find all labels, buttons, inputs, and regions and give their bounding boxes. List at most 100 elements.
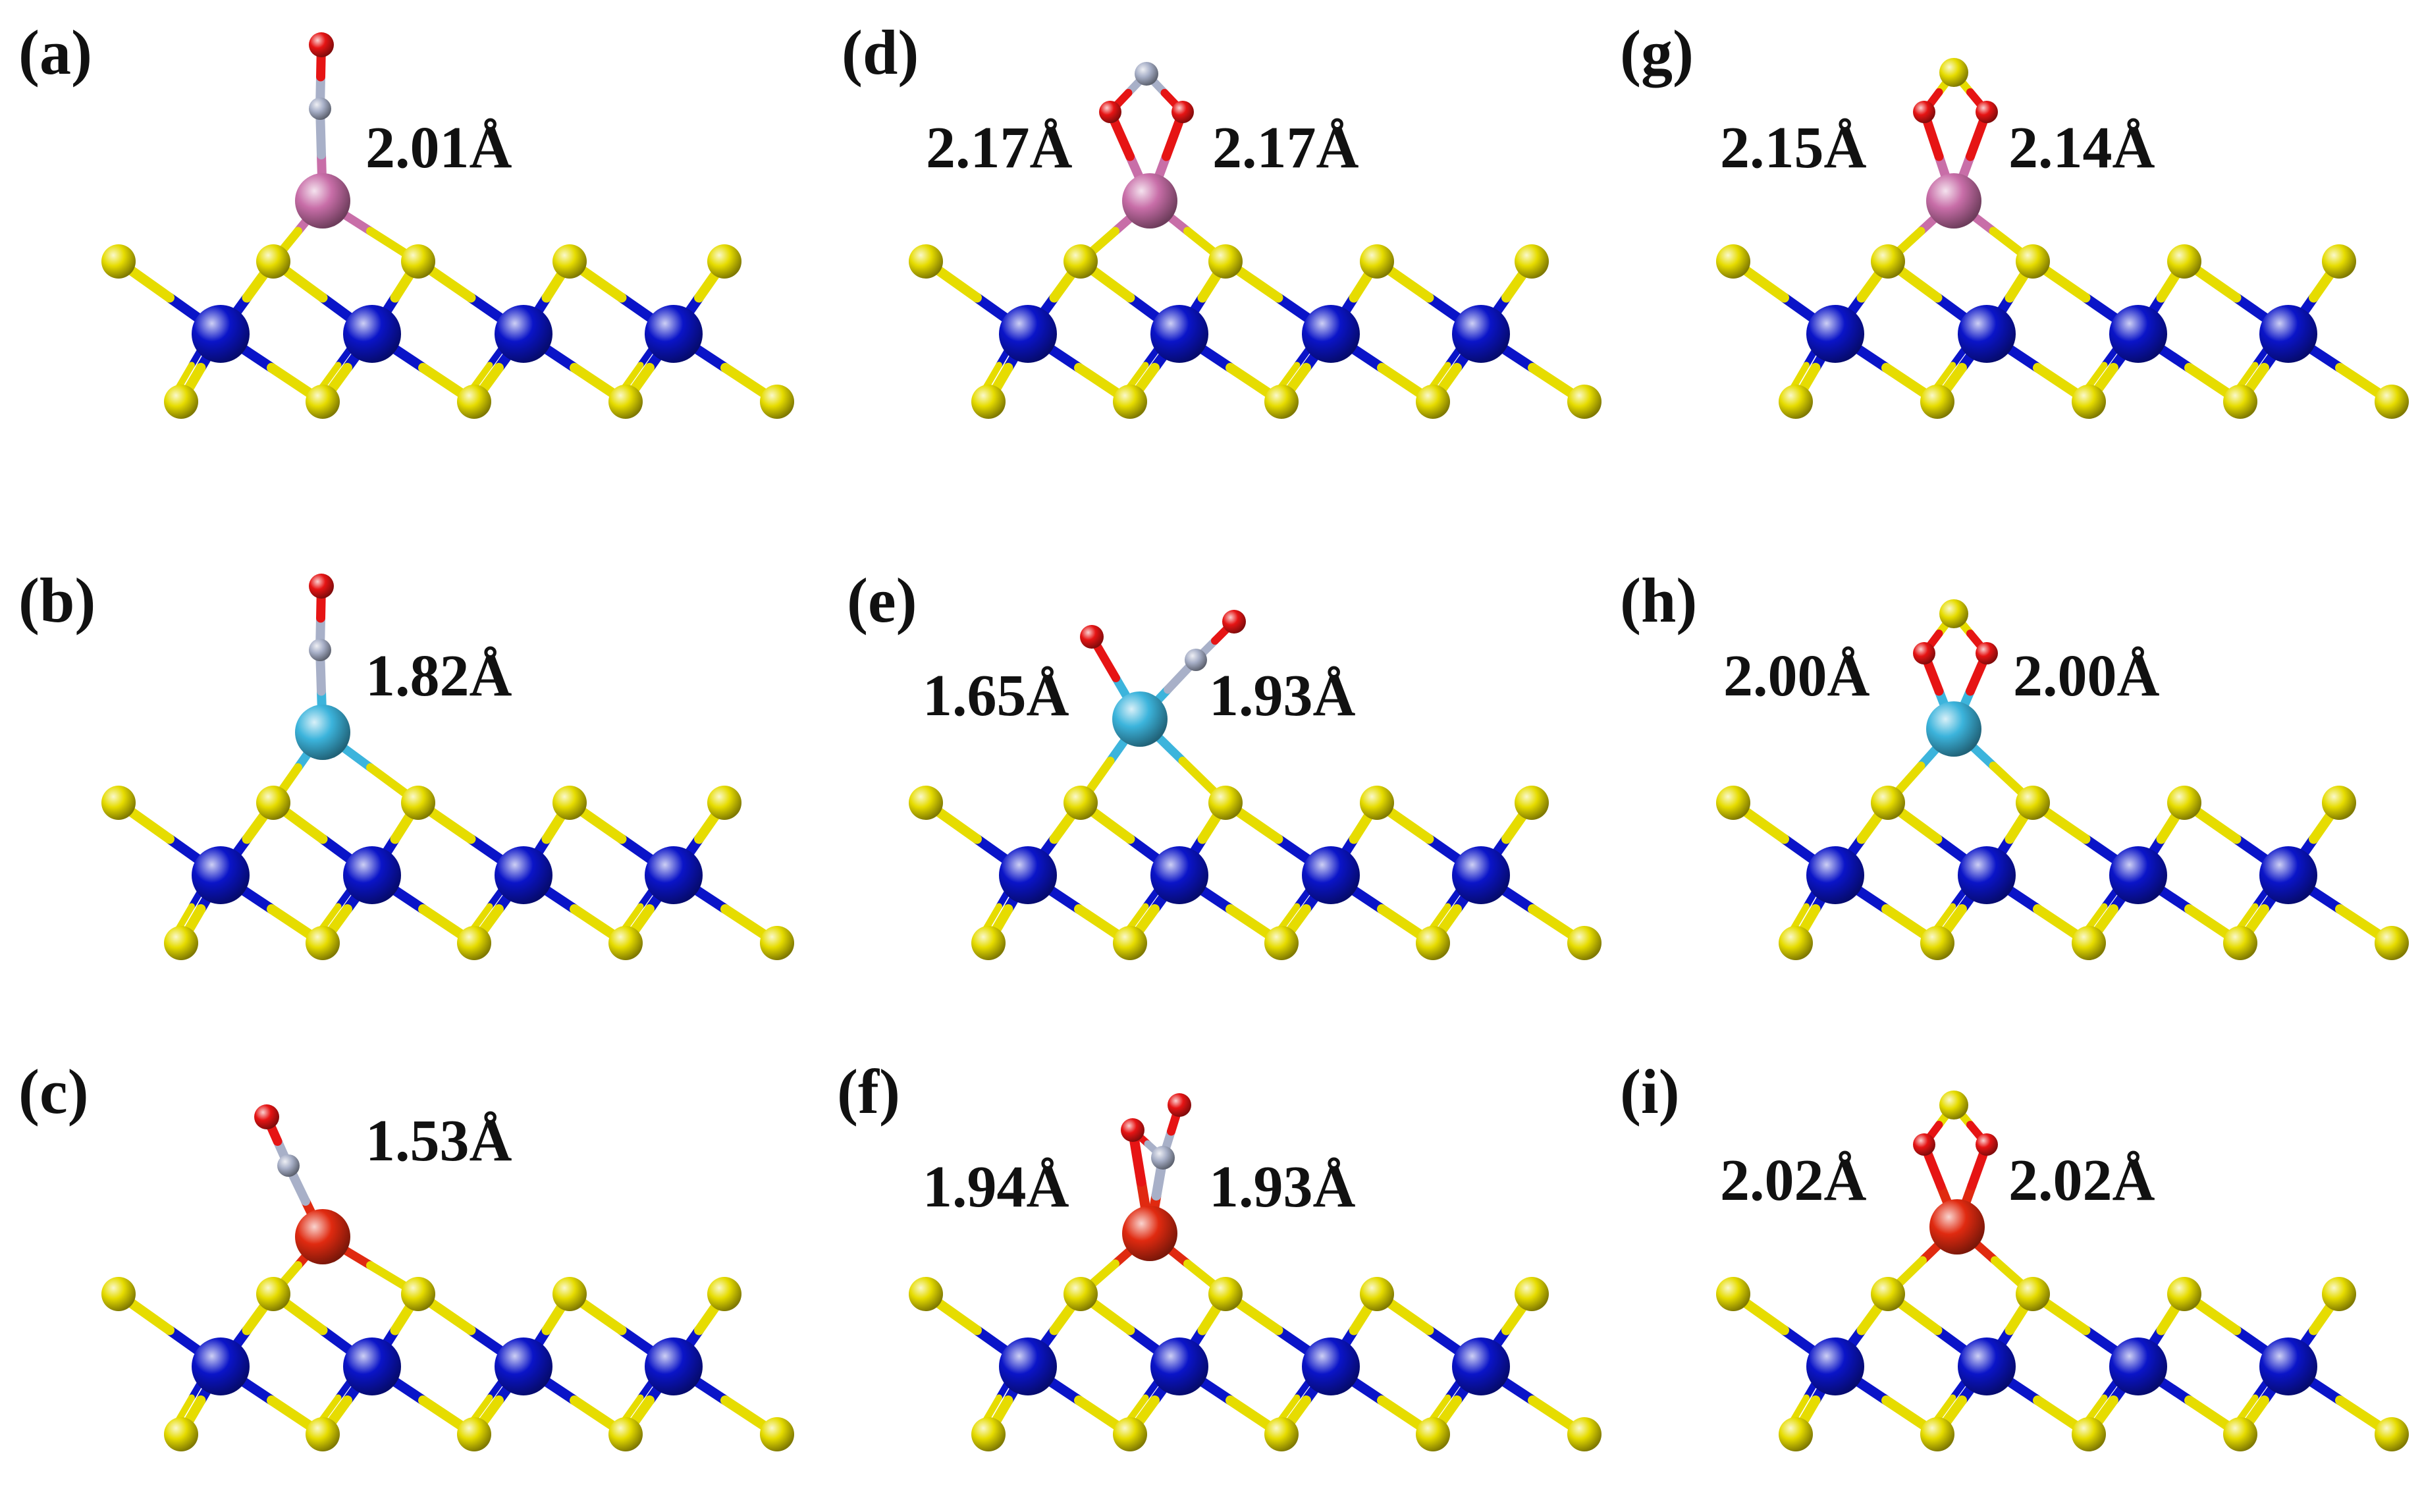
- bond-layer: [921, 1229, 1590, 1440]
- sulfur-atom: [164, 926, 198, 960]
- nitrogen-atom: [277, 1154, 300, 1177]
- sulfur-atom: [2016, 786, 2050, 820]
- oxygen-atom: [1913, 1133, 1935, 1156]
- adsorbate-atom-layer: [1121, 1093, 1191, 1261]
- metal-dopant-atom: [295, 1209, 350, 1264]
- sulfur-atom: [1716, 786, 1750, 820]
- metal-dopant-atom: [1112, 691, 1168, 747]
- sulfur-atom: [1939, 599, 1968, 628]
- molybdenum-atom: [2259, 305, 2317, 363]
- sulfur-atom: [1871, 786, 1905, 820]
- molybdenum-atom: [1452, 846, 1510, 904]
- sulfur-atom: [909, 244, 943, 279]
- bond-layer: [1728, 724, 2397, 948]
- panel-e-structure: [909, 610, 1601, 960]
- metal-dopant-atom: [1926, 701, 1981, 757]
- sulfur-atom: [909, 786, 943, 820]
- panel-label-d: (d): [842, 17, 919, 88]
- atom-layer: [909, 1277, 1601, 1451]
- sulfur-atom: [1716, 1277, 1750, 1311]
- sulfur-atom: [1264, 385, 1299, 419]
- sulfur-atom: [164, 1417, 198, 1451]
- sulfur-atom: [760, 926, 794, 960]
- sulfur-atom: [306, 385, 340, 419]
- bond-length-label-left: 1.94Å: [923, 1154, 1069, 1220]
- sulfur-atom: [1208, 1277, 1243, 1311]
- sulfur-atom: [2322, 244, 2356, 279]
- sulfur-atom: [971, 926, 1006, 960]
- sulfur-atom: [2375, 1417, 2409, 1451]
- molybdenum-atom: [192, 305, 250, 363]
- panel-label-h: (h): [1620, 565, 1698, 635]
- molybdenum-atom: [1958, 1337, 2016, 1395]
- bond-layer: [113, 196, 782, 407]
- nitrogen-atom: [1185, 649, 1207, 671]
- panel-d-structure: [909, 62, 1601, 419]
- sulfur-atom: [1063, 244, 1098, 279]
- molybdenum-atom: [495, 846, 552, 904]
- sulfur-atom: [1416, 1417, 1450, 1451]
- oxygen-atom: [1121, 1118, 1144, 1142]
- sulfur-atom: [1416, 385, 1450, 419]
- sulfur-atom: [1515, 1277, 1549, 1311]
- molybdenum-atom: [2259, 846, 2317, 904]
- atom-layer: [909, 244, 1601, 419]
- sulfur-atom: [101, 786, 136, 820]
- bond-length-label-left: 2.17Å: [926, 115, 1073, 180]
- molybdenum-atom: [2109, 1337, 2167, 1395]
- panel-i-structure: [1716, 1091, 2409, 1451]
- sulfur-atom: [1264, 926, 1299, 960]
- molybdenum-atom: [1806, 305, 1864, 363]
- atom-layer: [1716, 786, 2409, 960]
- nitrogen-atom: [309, 97, 331, 120]
- sulfur-atom: [1920, 1417, 1954, 1451]
- sulfur-atom: [1515, 786, 1549, 820]
- bond-layer: [921, 715, 1590, 948]
- oxygen-atom: [254, 1104, 279, 1129]
- molybdenum-atom: [2109, 846, 2167, 904]
- bond-layer: [113, 728, 782, 948]
- molybdenum-atom: [999, 305, 1057, 363]
- molybdenum-atom: [1806, 1337, 1864, 1395]
- sulfur-atom: [552, 786, 587, 820]
- panel-b-structure: [101, 574, 794, 960]
- atom-layer: [909, 786, 1601, 960]
- panel-a: (a) 2.01Å: [0, 0, 807, 479]
- sulfur-atom: [401, 1277, 435, 1311]
- molybdenum-atom: [1452, 305, 1510, 363]
- adsorbate-atom-layer: [1099, 62, 1194, 229]
- metal-dopant-atom: [1122, 1206, 1177, 1261]
- bond-layer: [921, 196, 1590, 407]
- molybdenum-atom: [645, 305, 703, 363]
- bond-length-label-right: 2.14Å: [2008, 115, 2155, 180]
- adsorbate-atom-layer: [295, 32, 350, 229]
- sulfur-atom: [1779, 385, 1813, 419]
- sulfur-atom: [971, 385, 1006, 419]
- bond-length-label-right: 1.93Å: [1209, 663, 1356, 728]
- sulfur-atom: [256, 244, 290, 279]
- sulfur-atom: [1871, 244, 1905, 279]
- sulfur-atom: [2016, 1277, 2050, 1311]
- sulfur-atom: [552, 1277, 587, 1311]
- sulfur-atom: [1939, 58, 1968, 87]
- bond-layer: [1728, 1222, 2397, 1440]
- sulfur-atom: [608, 385, 643, 419]
- oxygen-atom: [1913, 642, 1935, 664]
- oxygen-atom: [1976, 101, 1998, 123]
- adsorbate-atom-layer: [254, 1104, 350, 1264]
- adsorbate-atom-layer: [1913, 58, 1998, 229]
- sulfur-atom: [971, 1417, 1006, 1451]
- molybdenum-atom: [495, 305, 552, 363]
- sulfur-atom: [2167, 244, 2201, 279]
- metal-dopant-atom: [295, 705, 350, 760]
- bond-length-label-left: 2.15Å: [1720, 115, 1867, 180]
- molybdenum-atom: [495, 1337, 552, 1395]
- metal-dopant-atom: [1926, 173, 1981, 229]
- molybdenum-atom: [343, 305, 401, 363]
- panel-g: (g) 2.15Å 2.14Å: [1615, 0, 2422, 479]
- bond-length-label-left: 2.02Å: [1720, 1148, 1867, 1213]
- bond-layer: [1728, 196, 2397, 407]
- oxygen-atom: [1171, 101, 1194, 123]
- sulfur-atom: [1567, 1417, 1601, 1451]
- oxygen-atom: [309, 574, 334, 599]
